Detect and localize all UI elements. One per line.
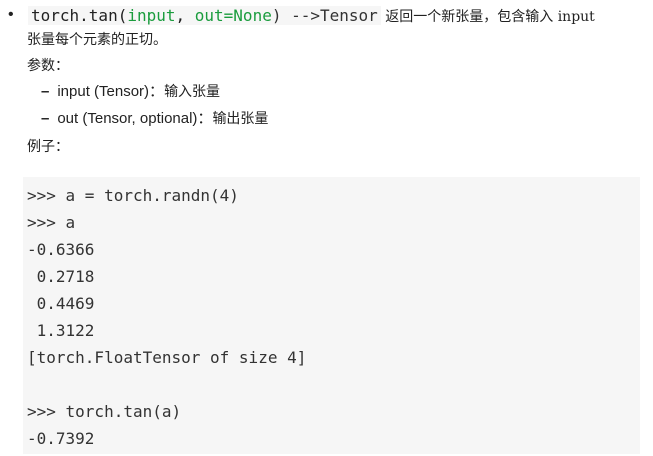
function-description-continued: 张量每个元素的正切。 [27,32,167,48]
param-description: 输出张量 [212,111,269,127]
code-example-block: >>> a = torch.randn(4) >>> a -0.6366 0.2… [23,177,640,454]
code-line: 1.3122 [27,321,95,340]
function-description: 返回一个新张量，包含输入 input [385,9,595,25]
signature-prefix: torch.tan( [31,6,128,25]
list-bullet: • [8,6,14,23]
code-line: 0.2718 [27,267,95,286]
signature-separator: , [175,6,195,25]
params-heading: 参数： [27,58,69,74]
signature-arg-input: input [127,6,176,25]
signature-suffix: ) -->Tensor [271,6,378,25]
param-dash: – [41,83,50,100]
example-heading: 例子： [27,139,69,155]
code-line [27,371,640,398]
param-dash: – [41,110,50,127]
code-line: >>> a = torch.randn(4) [27,186,239,205]
signature-arg-out: out=None [194,6,272,25]
param-name: out (Tensor, optional)： [57,110,213,127]
param-input: –input (Tensor)：输入张量 [41,82,220,102]
param-name: input (Tensor)： [57,83,165,100]
code-line: [torch.FloatTensor of size 4] [27,348,307,367]
function-signature: torch.tan(input, out=None) -->Tensor [28,6,381,25]
code-line: -0.6366 [27,240,95,259]
code-line: >>> a [27,213,76,232]
code-line: 0.4469 [27,294,95,313]
param-description: 输入张量 [164,84,221,100]
code-line: -0.7392 [27,429,95,448]
code-line: >>> torch.tan(a) [27,402,182,421]
param-out: –out (Tensor, optional)：输出张量 [41,109,268,129]
function-signature-line: torch.tan(input, out=None) -->Tensor 返回一… [28,4,648,29]
